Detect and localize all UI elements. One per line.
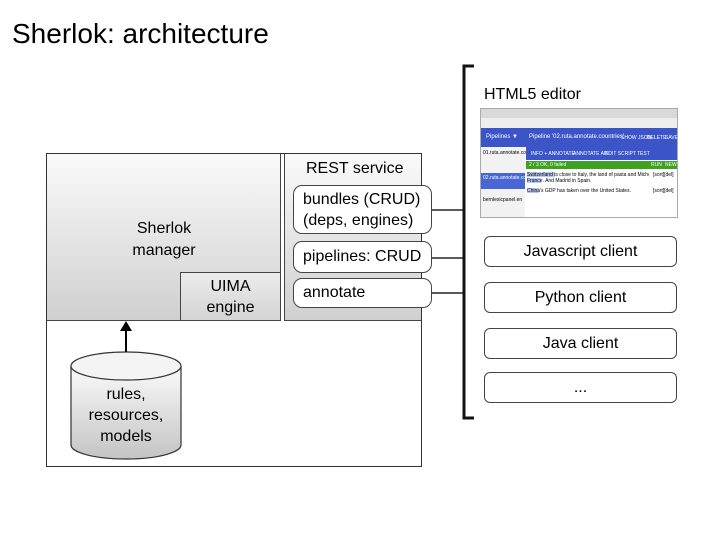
javascript-client-box: Javascript client [484,236,677,267]
save-action: SAVE [665,135,678,141]
database-cylinder [70,351,182,460]
editor-screenshot: Pipelines ▼ Pipeline '02.ruta.annotate.c… [480,108,678,218]
python-client-box: Python client [484,282,677,313]
run-action: RUN [651,162,662,168]
test-status-bar [526,161,677,169]
editor-sidebar-selected [481,173,525,189]
sidebar-item: 01.ruta.annotate.co [483,150,527,156]
bundles-endpoint: bundles (CRUD) (deps, engines) [293,185,432,234]
client-bracket [462,64,474,420]
result-tags: [sort][del] [653,172,674,178]
annotation-highlight [527,188,539,193]
result-text: France. And Madrid in Spain. [527,178,592,184]
pipeline-title: Pipeline '02.ruta.annotate.countries' [529,134,625,140]
java-client-box: Java client [484,328,677,359]
result-text: Switzerland is close to Italy, the land … [527,172,649,178]
tab-info-annotate: INFO + ANNOTATE [531,151,575,157]
annotation-highlight [527,178,541,183]
sidebar-item: 02.ruta.annotate.co [483,175,527,181]
uima-engine-label: UIMA engine [206,278,255,316]
connector-lines [432,209,463,294]
uima-engine-box [180,272,281,321]
show-json-action: SHOW JSON [621,135,652,141]
result-tags: [sort][del] [653,188,674,194]
editor-tab-bar [526,147,677,160]
tab-edit-script: EDIT SCRIPT [605,151,637,157]
test-status: 2 / 3 OK, 0 failed [529,162,567,168]
rest-service-label: REST service [306,160,404,177]
pipelines-endpoint: pipelines: CRUD [293,241,432,273]
sherlok-manager-label: Sherlok manager [132,220,196,259]
other-client-box: ... [484,372,677,403]
html5-editor-label: HTML5 editor [484,86,581,103]
slide-title: Sherlok: architecture [12,18,269,49]
delete-action: DELETE [647,135,667,141]
annotate-endpoint: annotate [293,278,432,308]
result-text: China's GDP has taken over the United St… [527,188,631,194]
up-arrow [120,321,132,352]
sidebar-item: bernlexicpanel.en [483,197,523,203]
editor-navbar [481,128,677,147]
tab-annotate-api: ANNOTATE API [573,151,609,157]
new-action: NEW [665,162,677,168]
browser-tab-bar [481,109,677,118]
pipelines-menu: Pipelines ▼ [486,134,518,140]
database-label: rules, resources, models [88,386,164,445]
tab-test: TEST [637,151,650,157]
annotation-highlight [527,172,555,177]
